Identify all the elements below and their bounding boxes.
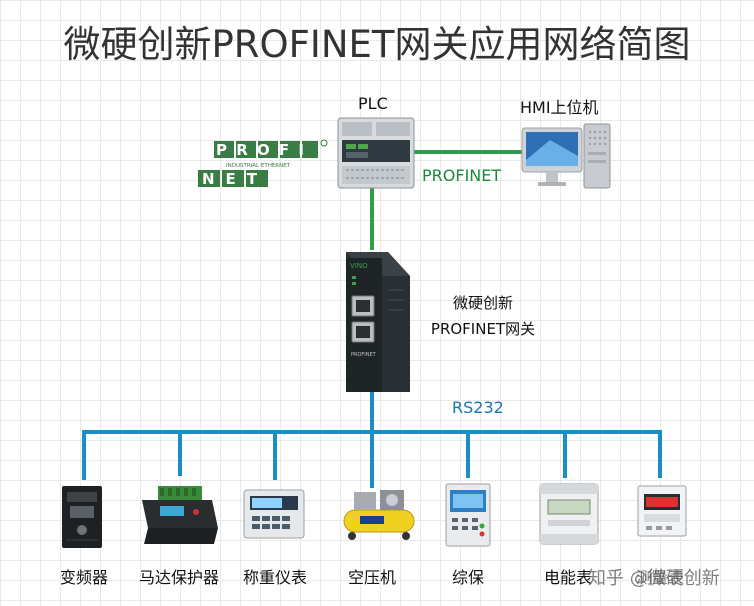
relay-protection-icon bbox=[445, 483, 491, 547]
device-label-energy-meter: 电能表 bbox=[543, 568, 592, 587]
plc-label: PLC bbox=[358, 94, 388, 113]
rs232-bus-label: RS232 bbox=[452, 398, 504, 417]
profinet-link-label: PROFINET bbox=[422, 166, 502, 185]
page-title: 微硬创新PROFINET网关应用网络简图 bbox=[63, 23, 691, 66]
profinet-logo-subtitle: INDUSTRIAL ETHERNET bbox=[226, 163, 291, 169]
hmi-label: HMI上位机 bbox=[520, 98, 599, 117]
measuring-meter-icon bbox=[637, 485, 687, 537]
watermark: 知乎 @微硬创新 bbox=[588, 568, 720, 589]
device-label-motor-protector: 马达保护器 bbox=[138, 568, 219, 587]
device-label-measuring-meter: 测量表 bbox=[635, 568, 684, 587]
inverter-icon bbox=[62, 486, 102, 548]
profinet-logo-line1: PROFI bbox=[216, 141, 313, 159]
device-label-inverter: 变频器 bbox=[59, 568, 108, 587]
gateway-label: 微硬创新 PROFINET网关 bbox=[408, 290, 558, 342]
air-compressor-icon bbox=[343, 490, 415, 540]
motor-protector-icon bbox=[142, 486, 218, 544]
profinet-logo-line2: NET bbox=[202, 170, 268, 188]
gateway-name-line2: PROFINET网关 bbox=[430, 320, 536, 338]
device-label-weighing-meter: 称重仪表 bbox=[242, 568, 307, 587]
energy-meter-icon bbox=[539, 483, 599, 545]
device-label-relay-protection: 综保 bbox=[451, 568, 484, 587]
gateway-device-text: PROFINET bbox=[351, 352, 377, 358]
gateway-name-line1: 微硬创新 bbox=[452, 294, 513, 312]
gateway-brand-text: VINO bbox=[350, 262, 368, 270]
device-label-air-compressor: 空压机 bbox=[347, 568, 396, 587]
weighing-meter-icon bbox=[243, 489, 305, 539]
